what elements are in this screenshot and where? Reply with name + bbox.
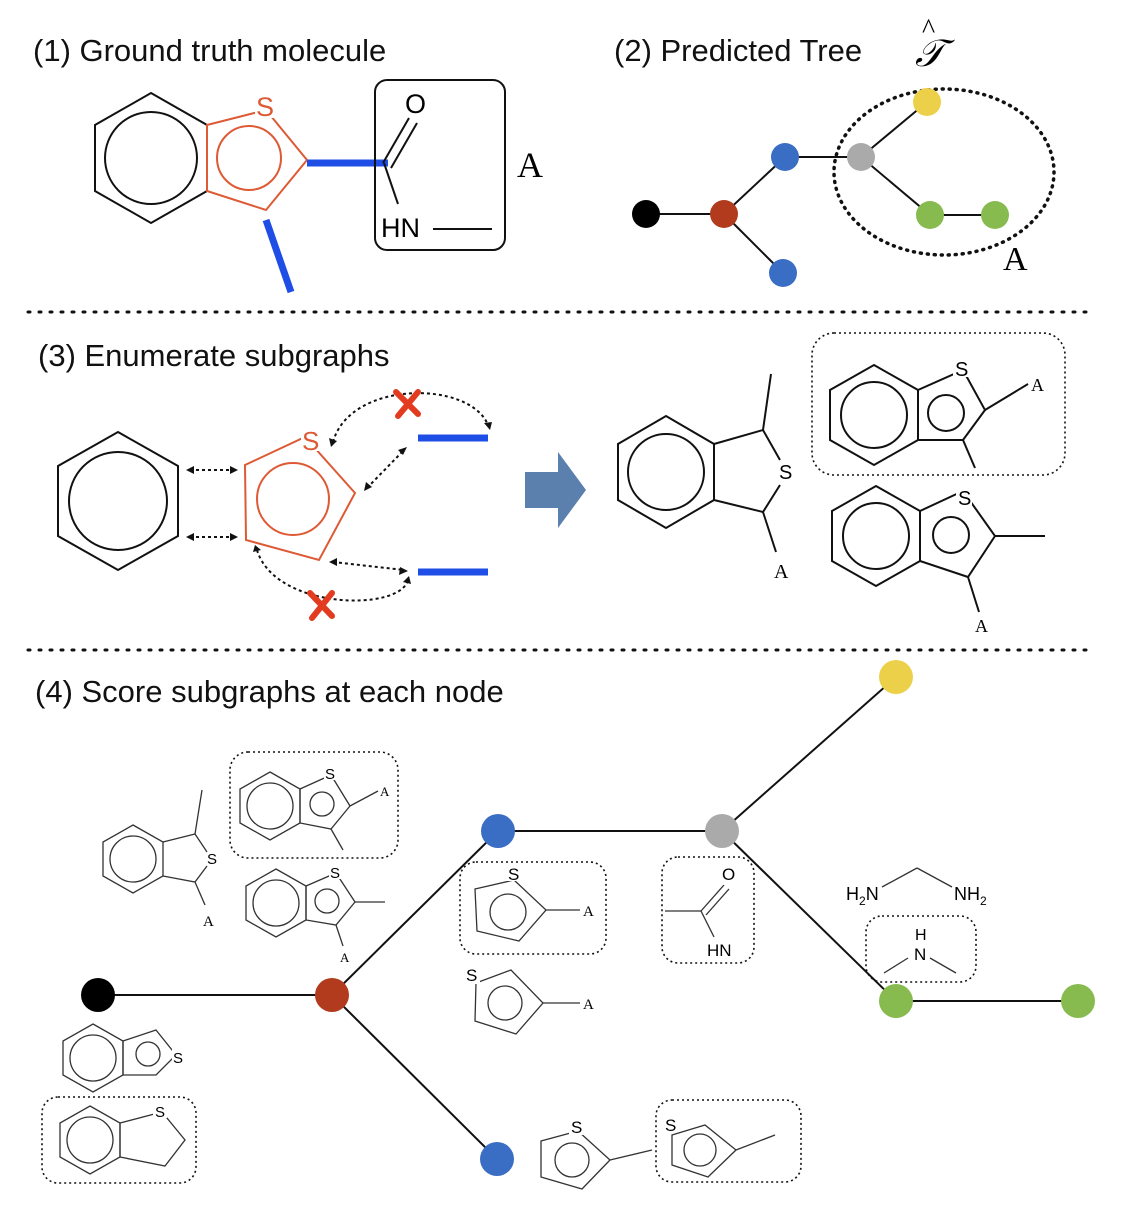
score-node-yellow [879, 660, 913, 694]
tree-hat: ^ [922, 14, 935, 45]
gray-node-candidates: O HN [661, 856, 755, 964]
tree-node-root [632, 200, 660, 228]
svg-text:H2N: H2N [846, 884, 879, 908]
score-node-brown [315, 978, 349, 1012]
green-node-candidates: H2N NH2 H N [846, 867, 987, 983]
tree-node-green-2 [981, 201, 1009, 229]
svg-text:S: S [508, 865, 519, 884]
group-A-box [374, 79, 506, 251]
candidate-subgraphs-3: S A S A S A [617, 332, 1066, 636]
enumerate-fragments: S [57, 389, 586, 621]
svg-text:S: S [330, 865, 340, 882]
red-cross-icon-2 [307, 590, 335, 621]
section-2-title: (2) Predicted Tree [614, 33, 862, 68]
root-node-candidates: S S [41, 1023, 197, 1184]
tree-node-green-1 [916, 201, 944, 229]
subtree-A-ellipse [832, 87, 1056, 257]
svg-text:S: S [173, 1050, 183, 1067]
group-A-label: A [517, 145, 543, 185]
brown-node-candidates: S A S A S A [102, 751, 399, 965]
fragment-thiophene [243, 435, 357, 562]
score-node-blue-lower [480, 1142, 514, 1176]
lower-blue-node-candidates: S S [540, 1099, 802, 1190]
svg-text:HN: HN [707, 941, 732, 960]
thiophene-aromatic-circle [216, 125, 282, 191]
selected-candidate-box [811, 332, 1066, 476]
svg-text:O: O [722, 865, 735, 884]
ground-truth-molecule: S O HN A [94, 79, 543, 294]
tree-node-yellow [913, 88, 941, 116]
scoring-tree [81, 660, 1095, 1176]
subtree-A-label: A [1003, 241, 1028, 278]
svg-text:S: S [955, 359, 968, 381]
tree-node-brown [710, 200, 738, 228]
svg-text:H: H [915, 927, 927, 944]
svg-text:A: A [380, 784, 390, 799]
svg-text:A: A [583, 997, 594, 1013]
score-node-root [81, 978, 115, 1012]
section-4-title: (4) Score subgraphs at each node [35, 674, 504, 709]
svg-text:A: A [774, 561, 789, 583]
tree-node-blue-upper [771, 143, 799, 171]
tree-node-blue-lower [769, 259, 797, 287]
svg-text:A: A [340, 950, 350, 965]
svg-text:S: S [207, 851, 217, 868]
right-arrow-icon [525, 452, 586, 528]
svg-text:S: S [779, 462, 792, 484]
svg-text:S: S [665, 1116, 676, 1135]
svg-text:N: N [914, 945, 926, 964]
score-node-blue-upper [481, 814, 515, 848]
thiophene-ring [206, 108, 309, 212]
blue-bond-methyl [262, 218, 295, 294]
score-node-green-2 [1061, 984, 1095, 1018]
tree-node-gray [847, 143, 875, 171]
red-cross-icon [393, 389, 421, 419]
fragment-benzene [57, 430, 179, 572]
fragment-sulfur-label: S [302, 426, 319, 456]
score-node-gray [705, 814, 739, 848]
svg-text:S: S [958, 488, 971, 510]
svg-text:A: A [203, 914, 214, 930]
adjacency-arrows [190, 392, 489, 602]
section-3-title: (3) Enumerate subgraphs [38, 338, 390, 373]
sulfur-label: S [256, 92, 274, 122]
svg-text:A: A [975, 616, 988, 636]
svg-text:S: S [571, 1118, 582, 1137]
section-1-title: (1) Ground truth molecule [33, 33, 386, 68]
oxygen-label: O [405, 89, 426, 119]
svg-text:S: S [155, 1104, 165, 1121]
svg-text:S: S [466, 966, 477, 985]
predicted-tree: A [632, 87, 1056, 287]
svg-text:A: A [1031, 375, 1044, 395]
svg-text:NH2: NH2 [954, 884, 987, 908]
svg-text:A: A [583, 904, 594, 920]
benzene-aromatic-circle [104, 111, 198, 205]
blue-node-candidates: S A S A [459, 861, 607, 1035]
score-node-green-1 [879, 984, 913, 1018]
hn-label: HN [381, 213, 420, 243]
svg-text:S: S [325, 766, 335, 783]
